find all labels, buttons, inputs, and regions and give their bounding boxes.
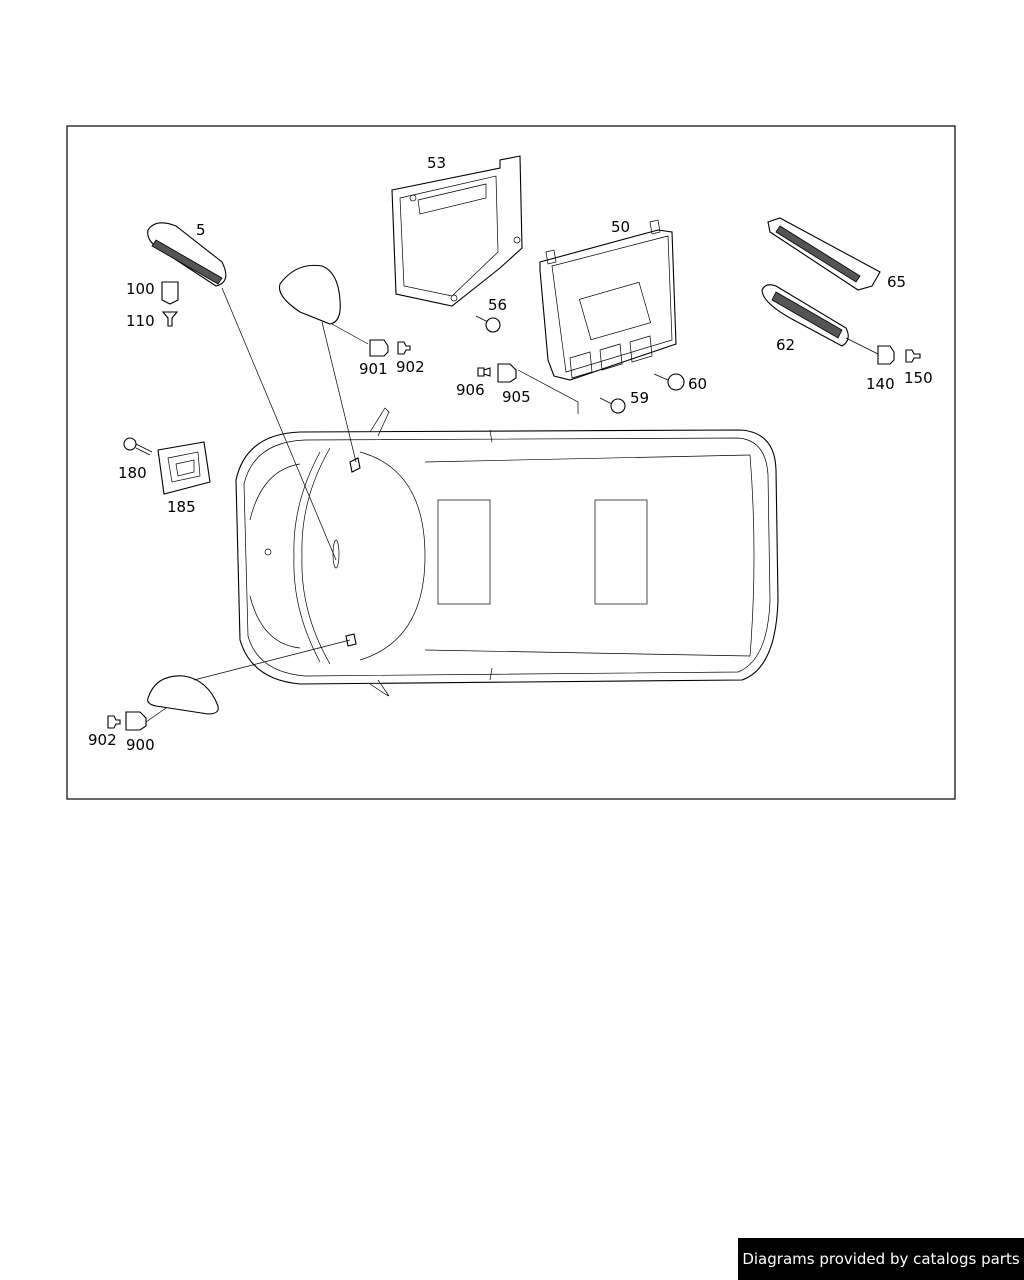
label-62: 62: [776, 336, 795, 354]
label-180: 180: [118, 464, 147, 482]
footer-credit: Diagrams provided by catalogs parts: [738, 1238, 1024, 1280]
label-901: 901: [359, 360, 388, 378]
part-140-connector: [877, 345, 895, 365]
part-180-bolt: [123, 437, 153, 456]
part-5-lamp: [147, 222, 227, 287]
label-56: 56: [488, 296, 507, 314]
part-53-bracket: [391, 155, 523, 307]
part-900-connector: [125, 711, 147, 731]
part-60-screw: [653, 373, 685, 391]
label-900: 900: [126, 736, 155, 754]
label-906: 906: [456, 381, 485, 399]
label-53: 53: [427, 154, 446, 172]
part-185-clip: [157, 441, 211, 495]
mirror-lower: [147, 675, 219, 715]
part-110-plug: [161, 311, 179, 327]
label-100: 100: [126, 280, 155, 298]
label-65: 65: [887, 273, 906, 291]
label-5: 5: [196, 221, 206, 239]
label-110: 110: [126, 312, 155, 330]
part-901-connector: [369, 339, 389, 357]
label-902-lower: 902: [88, 731, 117, 749]
vehicle-top-view: [235, 407, 779, 697]
label-59: 59: [630, 389, 649, 407]
label-185: 185: [167, 498, 196, 516]
label-150: 150: [904, 369, 933, 387]
part-56-screw: [475, 315, 501, 333]
part-902-plug-upper: [397, 341, 411, 355]
label-902-upper: 902: [396, 358, 425, 376]
part-905-connector: [497, 363, 517, 383]
leader-lines: [145, 287, 879, 723]
part-150-plug: [905, 349, 921, 363]
part-50-control-unit: [539, 219, 677, 381]
part-59-screw: [599, 397, 626, 414]
part-902-plug-lower: [107, 715, 121, 729]
label-905: 905: [502, 388, 531, 406]
part-100-connector: [161, 281, 179, 305]
mirror-upper: [278, 264, 341, 325]
part-62-lamp: [761, 284, 849, 347]
diagram-frame: [66, 125, 956, 800]
label-60: 60: [688, 375, 707, 393]
label-140: 140: [866, 375, 895, 393]
part-906-plug: [477, 367, 491, 377]
label-50: 50: [611, 218, 630, 236]
part-65-lamp: [767, 217, 881, 291]
